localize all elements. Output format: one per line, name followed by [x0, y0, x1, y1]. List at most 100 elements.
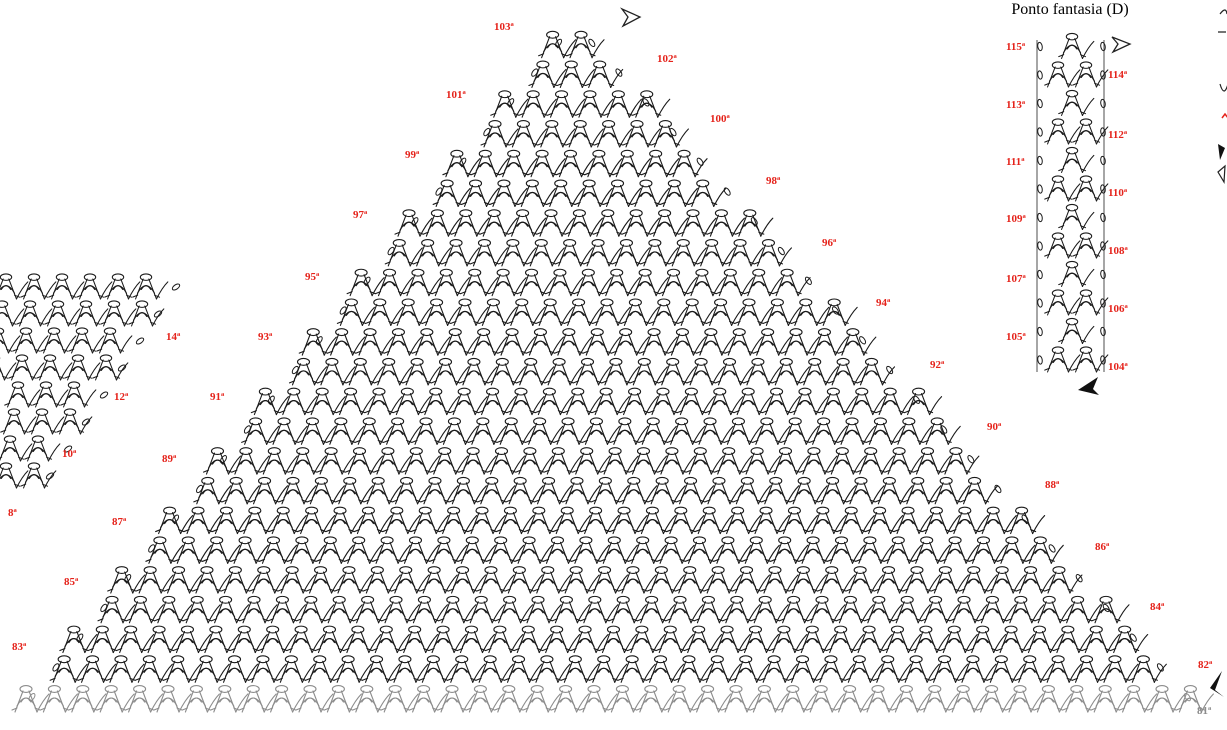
- row-label: 10ª: [62, 448, 77, 460]
- shell-stitch: [394, 299, 431, 325]
- shell-stitch: [554, 418, 591, 444]
- shell-stitch: [40, 686, 77, 712]
- shell-stitch: [442, 240, 479, 266]
- shell-stitch: [460, 358, 497, 384]
- chain-stitch: [777, 246, 785, 255]
- shell-stitch: [695, 507, 732, 533]
- shell-stitch: [373, 537, 410, 563]
- shell-stitch: [325, 596, 362, 622]
- shell-stitch: [203, 448, 240, 474]
- chain-stitch: [117, 364, 126, 372]
- shell-stitch: [1017, 567, 1054, 593]
- shell-stitch: [837, 507, 874, 533]
- shell-stitch: [93, 355, 128, 380]
- shell-stitch: [459, 448, 496, 474]
- shell-stitch: [638, 596, 675, 622]
- chain-stitch: [135, 337, 144, 345]
- shell-stitch: [565, 299, 602, 325]
- shell-stitch: [725, 329, 762, 355]
- shell-stitch: [450, 388, 487, 414]
- shell-stitch: [516, 448, 553, 474]
- shell-stitch: [997, 626, 1034, 652]
- panel-d-edge: [1037, 40, 1104, 372]
- shell-stitch: [401, 537, 438, 563]
- shell-stitch: [384, 329, 421, 355]
- shell-stitch: [1111, 626, 1148, 652]
- chain-stitch: [28, 692, 36, 701]
- shell-stitch: [771, 537, 808, 563]
- shell-stitch: [819, 477, 856, 503]
- shell-stitch: [461, 269, 498, 295]
- shell-stitch: [1045, 567, 1082, 593]
- shell-stitch: [41, 328, 76, 353]
- shell-stitch: [760, 656, 797, 682]
- shell-stitch: [1059, 33, 1094, 58]
- row-label: 101ª: [446, 89, 467, 101]
- shell-stitch: [552, 686, 589, 712]
- shell-stitch: [345, 448, 382, 474]
- shell-stitch: [810, 329, 847, 355]
- shell-stitch: [421, 477, 458, 503]
- shell-stitch: [5, 382, 40, 407]
- shell-stitch: [508, 299, 545, 325]
- shell-stitch: [931, 567, 968, 593]
- shell-stitch: [548, 91, 585, 117]
- chain-stitch: [124, 573, 132, 582]
- chain-stitch: [76, 633, 84, 642]
- chain-stitch: [507, 98, 515, 107]
- shell-stitch: [557, 61, 594, 87]
- shell-stitch: [1059, 90, 1094, 115]
- shell-stitch: [298, 418, 335, 444]
- shell-stitch: [553, 507, 590, 533]
- shell-stitch: [726, 240, 763, 266]
- row-label: 88ª: [1045, 479, 1060, 491]
- shell-stitch: [703, 656, 740, 682]
- shell-stitch: [961, 477, 998, 503]
- shell-stitch: [376, 269, 413, 295]
- shell-stitch: [648, 477, 685, 503]
- shell-stitch: [789, 656, 826, 682]
- shell-stitch: [69, 328, 104, 353]
- shell-stitch: [518, 269, 555, 295]
- shell-stitch: [443, 150, 480, 176]
- shell-stitch: [611, 418, 648, 444]
- row-label: 84ª: [1150, 601, 1165, 613]
- shell-stitch: [604, 91, 641, 117]
- shell-stitch: [1073, 119, 1108, 144]
- shell-stitch: [668, 329, 705, 355]
- shell-stitch: [732, 656, 769, 682]
- shell-stitch: [259, 626, 296, 652]
- shell-stitch: [543, 537, 580, 563]
- shell-stitch: [423, 210, 460, 236]
- shell-stitch: [212, 596, 249, 622]
- shell-stitch: [575, 180, 612, 206]
- shell-stitch: [667, 507, 704, 533]
- shell-stitch: [819, 388, 856, 414]
- shell-stitch: [639, 418, 676, 444]
- shell-stitch: [12, 686, 49, 712]
- direction-arrow-icon: [622, 9, 640, 26]
- shell-stitch: [507, 388, 544, 414]
- shell-stitch: [249, 656, 286, 682]
- shell-stitch: [603, 269, 640, 295]
- shell-stitch: [1054, 626, 1091, 652]
- shell-stitch: [414, 240, 451, 266]
- shell-stitch: [904, 477, 941, 503]
- shell-stitch: [836, 686, 873, 712]
- shell-stitch: [0, 274, 28, 299]
- shell-stitch: [573, 448, 610, 474]
- shell-stitch: [1007, 596, 1044, 622]
- shell-stitch: [745, 269, 782, 295]
- shell-stitch: [753, 418, 790, 444]
- chain-stitch: [1037, 213, 1043, 222]
- shell-stitch: [299, 329, 336, 355]
- shell-stitch: [960, 567, 997, 593]
- shell-stitch: [679, 210, 716, 236]
- shell-stitch: [582, 418, 619, 444]
- shell-stitch: [509, 210, 546, 236]
- shell-stitch: [875, 567, 912, 593]
- shell-stitch: [817, 656, 854, 682]
- shell-stitch: [1073, 347, 1108, 372]
- shell-stitch: [848, 388, 885, 414]
- shell-stitch: [1101, 656, 1138, 682]
